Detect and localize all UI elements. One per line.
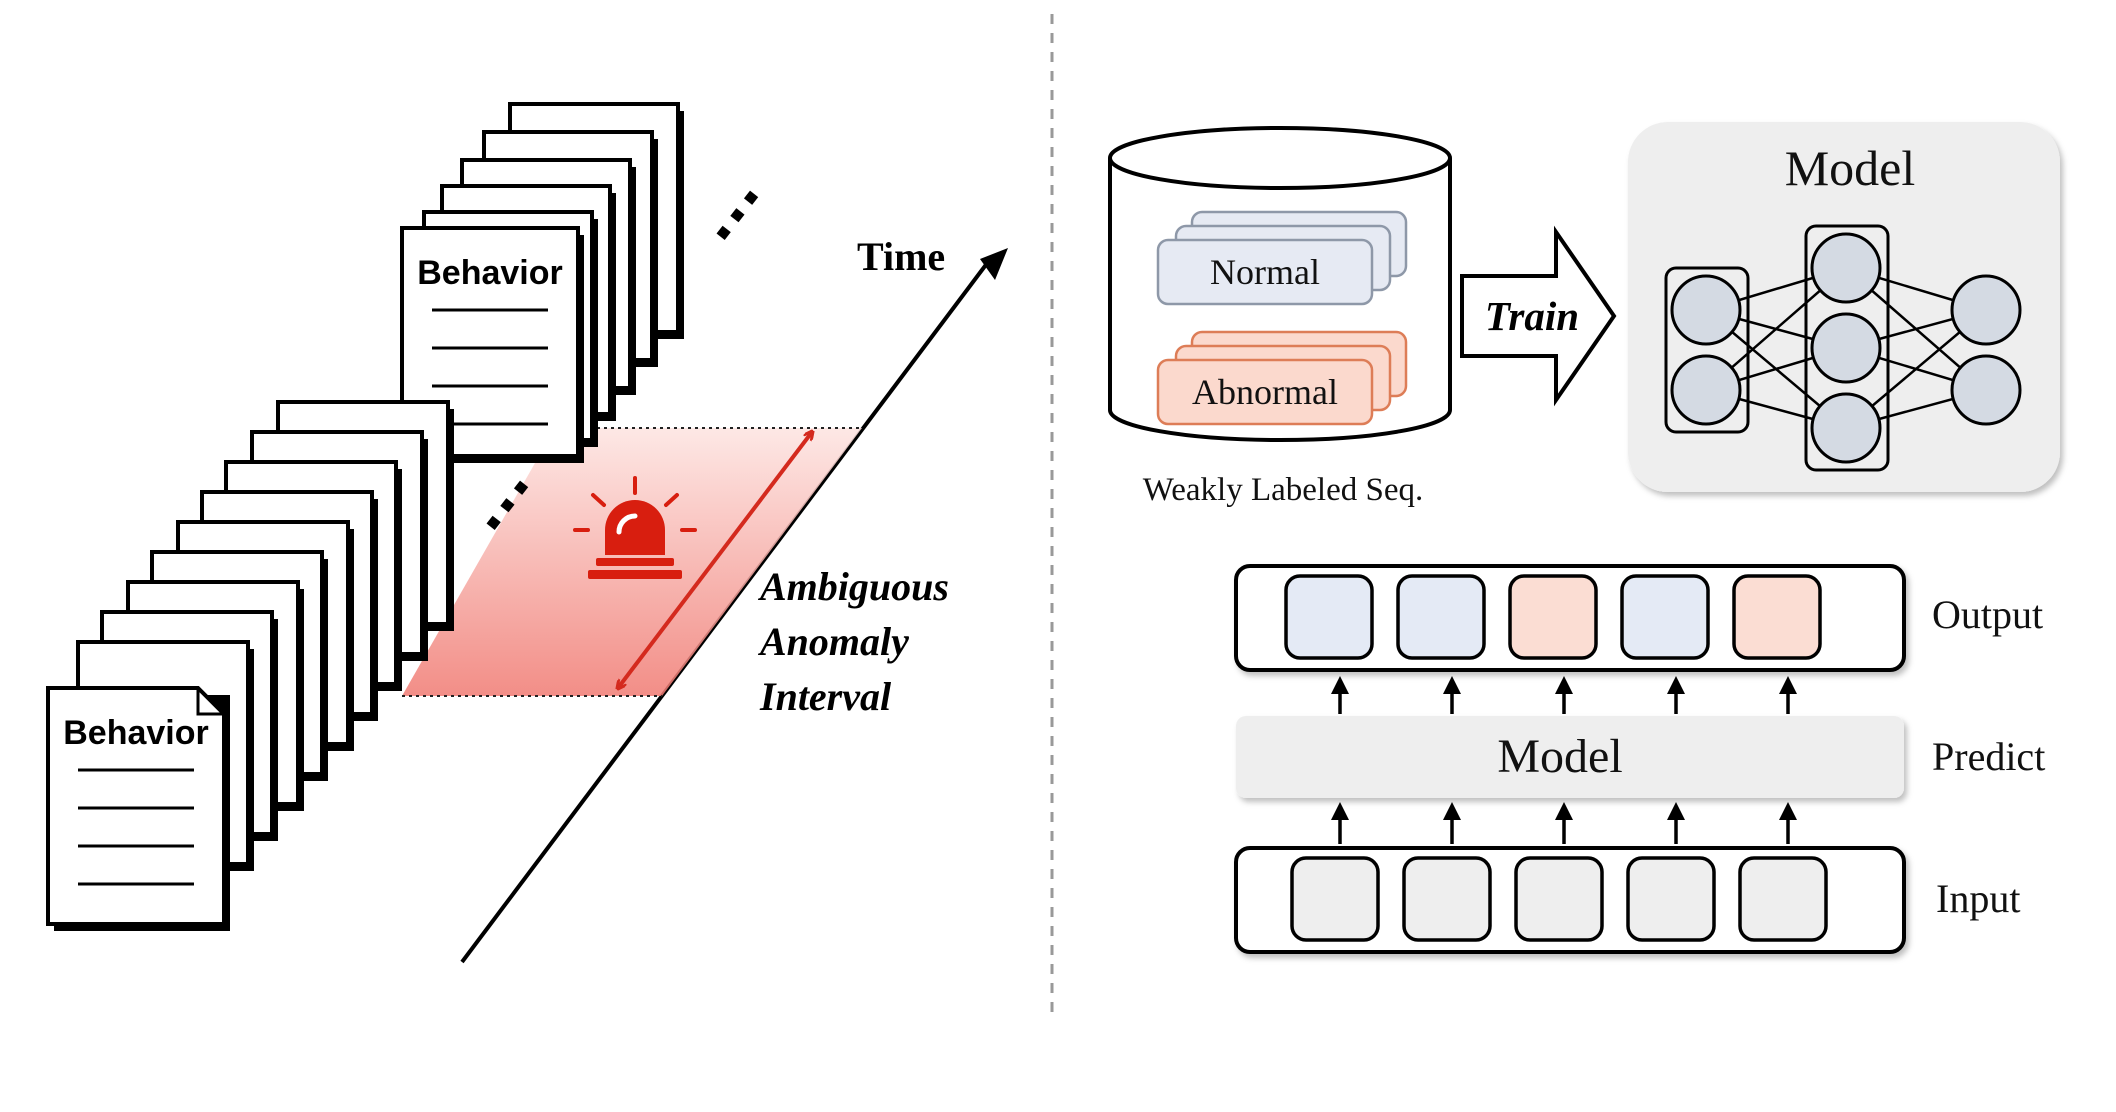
nn-node <box>1950 274 2022 346</box>
abnormal-card-stack: Abnormal <box>1156 330 1408 426</box>
up-arrow-head <box>1667 676 1685 694</box>
behavior-doc-title: Behavior <box>417 254 563 292</box>
up-arrow-head <box>1667 802 1685 820</box>
database-caption: Weakly Labeled Seq. <box>1143 472 1423 508</box>
output-cells <box>1284 574 1822 660</box>
normal-card-stack: Normal <box>1156 210 1408 306</box>
up-arrow-head <box>1443 802 1461 820</box>
nn-node <box>1950 354 2022 426</box>
interval-label-line1: Ambiguous <box>757 564 949 609</box>
input-label: Input <box>1936 876 2020 921</box>
time-label: Time <box>857 234 945 279</box>
input-cell <box>1738 856 1828 942</box>
training-section: Normal Abnormal Weakly Labeled Seq. Trai… <box>1108 122 2060 508</box>
inference-section: Model Output Predict Input <box>1234 564 2045 954</box>
normal-label: Normal <box>1210 252 1320 292</box>
up-arrow-head <box>1331 676 1349 694</box>
interval-label-line2: Anomaly <box>757 619 909 664</box>
predict-model-bar <box>1236 716 1904 798</box>
output-cell-normal <box>1284 574 1374 660</box>
up-arrow-head <box>1779 676 1797 694</box>
up-arrow-head <box>1555 676 1573 694</box>
interval-double-arrow <box>618 432 812 688</box>
nn-node <box>1810 312 1882 384</box>
nn-node <box>1810 232 1882 304</box>
up-arrow-head <box>1779 802 1797 820</box>
model-box-title: Model <box>1785 140 1916 196</box>
lower-document-stack: Behavior <box>46 400 454 931</box>
abnormal-label: Abnormal <box>1192 372 1338 412</box>
behavior-doc-title: Behavior <box>63 714 209 752</box>
input-cell <box>1402 856 1492 942</box>
model-box: Model <box>1628 122 2060 492</box>
up-arrow-head <box>1331 802 1349 820</box>
train-arrow: Train <box>1460 225 1617 407</box>
neural-network-icon <box>1664 224 2022 472</box>
nn-node <box>1670 274 1742 346</box>
interval-label-line3: Interval <box>759 674 892 719</box>
input-cells <box>1290 856 1828 942</box>
output-label: Output <box>1932 592 2043 637</box>
nn-node <box>1670 354 1742 426</box>
input-cell <box>1626 856 1716 942</box>
output-cell-abnormal <box>1732 574 1822 660</box>
input-cell <box>1290 856 1380 942</box>
output-cell-normal <box>1396 574 1486 660</box>
up-arrow-head <box>1555 802 1573 820</box>
upper-document-stack: Behavior <box>400 102 684 463</box>
flow-arrows <box>1331 676 1797 844</box>
ellipsis-upper: … <box>670 152 775 255</box>
up-arrow-head <box>1443 676 1461 694</box>
nn-layer-box <box>1804 224 1890 472</box>
train-label: Train <box>1485 293 1579 339</box>
nn-node <box>1810 392 1882 464</box>
output-cell-abnormal <box>1508 574 1598 660</box>
output-cell-normal <box>1620 574 1710 660</box>
left-panel: Behavior Behavior … … Time Ambiguous Ano… <box>46 102 1008 964</box>
nn-layer-box <box>1664 266 1750 434</box>
predict-label: Predict <box>1932 734 2045 779</box>
predict-model-label: Model <box>1497 730 1622 783</box>
behavior-document-bottom: Behavior <box>46 686 230 931</box>
input-cell <box>1514 856 1604 942</box>
